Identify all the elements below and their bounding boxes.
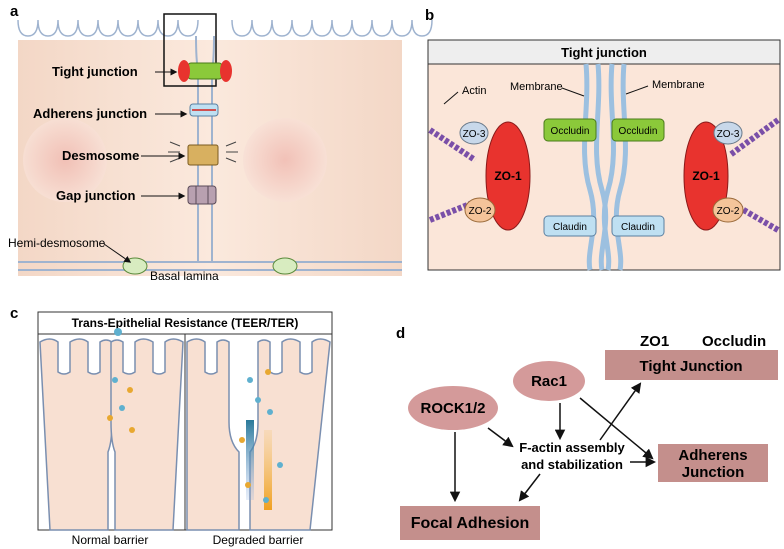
- nucleus-right: [243, 118, 327, 202]
- label-factin-1: F-actin assembly: [519, 440, 625, 455]
- label-claudin-right: Claudin: [621, 222, 655, 233]
- membrane-bilayers: [582, 63, 628, 271]
- panel-a: a: [8, 3, 433, 283]
- panel-b-letter: b: [425, 7, 434, 24]
- arrow-factin-tight: [599, 382, 642, 441]
- label-zo1-left: ZO-1: [494, 169, 522, 183]
- panel-c: c Trans-Epithelial Resistance (TEER/TER)…: [10, 305, 333, 547]
- zo3-left-shape: [459, 121, 489, 145]
- zo2-right-shape: [712, 197, 744, 223]
- label-membrane-right: Membrane: [652, 79, 705, 91]
- label-hemi-desmosome: Hemi-desmosome: [8, 236, 106, 250]
- panel-a-letter: a: [10, 3, 19, 20]
- label-adherens-junction: Adherens junction: [33, 106, 147, 121]
- label-zo3-right: ZO-3: [717, 129, 740, 140]
- arrow-rac1-adherens: [579, 397, 654, 460]
- label-zo1-right: ZO-1: [692, 169, 720, 183]
- label-factin-2: and stabilization: [521, 457, 623, 472]
- label-occludin-left: Occludin: [551, 126, 590, 137]
- adherens-junction-box: [658, 444, 768, 482]
- occludin-left-shape: [543, 118, 597, 142]
- label-basal-lamina: Basal lamina: [150, 269, 219, 283]
- panel-b-title: Tight junction: [561, 45, 647, 60]
- label-membrane-left: Membrane: [510, 81, 563, 93]
- label-adherens-2: Junction: [682, 464, 745, 481]
- label-tight-junction-d: Tight Junction: [639, 358, 742, 375]
- normal-barrier-cells: [39, 328, 184, 531]
- tight-junction-box: [605, 350, 778, 380]
- pathway-arrows: [449, 382, 657, 503]
- hemi-desmosome-right-icon: [272, 257, 298, 275]
- rock-node: [408, 386, 498, 430]
- label-gap-junction: Gap junction: [56, 188, 136, 203]
- occludin-right-shape: [611, 118, 665, 142]
- panel-b-title-bar: [427, 39, 781, 65]
- hemi-desmosome-left-icon: [122, 257, 148, 275]
- panel-d-letter: d: [396, 325, 405, 342]
- label-degraded-barrier: Degraded barrier: [213, 533, 304, 547]
- tight-junction-icon: [178, 60, 232, 82]
- label-occludin: Occludin: [702, 333, 766, 350]
- microvilli: [17, 19, 433, 37]
- panel-d: d ZO1 Occludin Tight Junction Rac1 ROCK1…: [396, 325, 778, 540]
- claudin-right-shape: [611, 215, 665, 237]
- desmosome-icon: [168, 141, 238, 166]
- rac1-node: [513, 361, 585, 401]
- panel-c-title: Trans-Epithelial Resistance (TEER/TER): [72, 316, 299, 330]
- zo3-right-shape: [713, 121, 743, 145]
- actin-filaments: [428, 117, 780, 233]
- label-claudin-left: Claudin: [553, 222, 587, 233]
- label-zo2-left: ZO-2: [469, 206, 492, 217]
- label-zo1: ZO1: [640, 333, 669, 350]
- focal-adhesion-box: [400, 506, 540, 540]
- zo1-left-shape: [485, 121, 531, 231]
- label-focal-adhesion: Focal Adhesion: [411, 515, 530, 532]
- zo2-left-shape: [464, 197, 496, 223]
- label-desmosome: Desmosome: [62, 148, 139, 163]
- label-actin: Actin: [462, 85, 486, 97]
- label-occludin-right: Occludin: [619, 126, 658, 137]
- label-rac1: Rac1: [531, 373, 567, 390]
- label-zo3-left: ZO-3: [463, 129, 486, 140]
- label-adherens-1: Adherens: [678, 447, 747, 464]
- label-zo2-right: ZO-2: [717, 206, 740, 217]
- adherens-junction-icon: [189, 103, 219, 117]
- panel-c-letter: c: [10, 305, 18, 322]
- degraded-barrier-cells: [186, 338, 331, 531]
- claudin-left-shape: [543, 215, 597, 237]
- arrow-rock-factin: [487, 427, 514, 448]
- nucleus-left: [23, 118, 107, 202]
- label-normal-barrier: Normal barrier: [72, 533, 149, 547]
- panel-b: b Tight junction Actin Membrane Membrane…: [425, 7, 781, 271]
- gap-junction-icon: [187, 185, 217, 205]
- label-rock: ROCK1/2: [420, 400, 485, 417]
- label-tight-junction: Tight junction: [52, 64, 138, 79]
- tight-junction-zoom-box: [163, 13, 217, 87]
- arrow-factin-focal: [518, 473, 541, 502]
